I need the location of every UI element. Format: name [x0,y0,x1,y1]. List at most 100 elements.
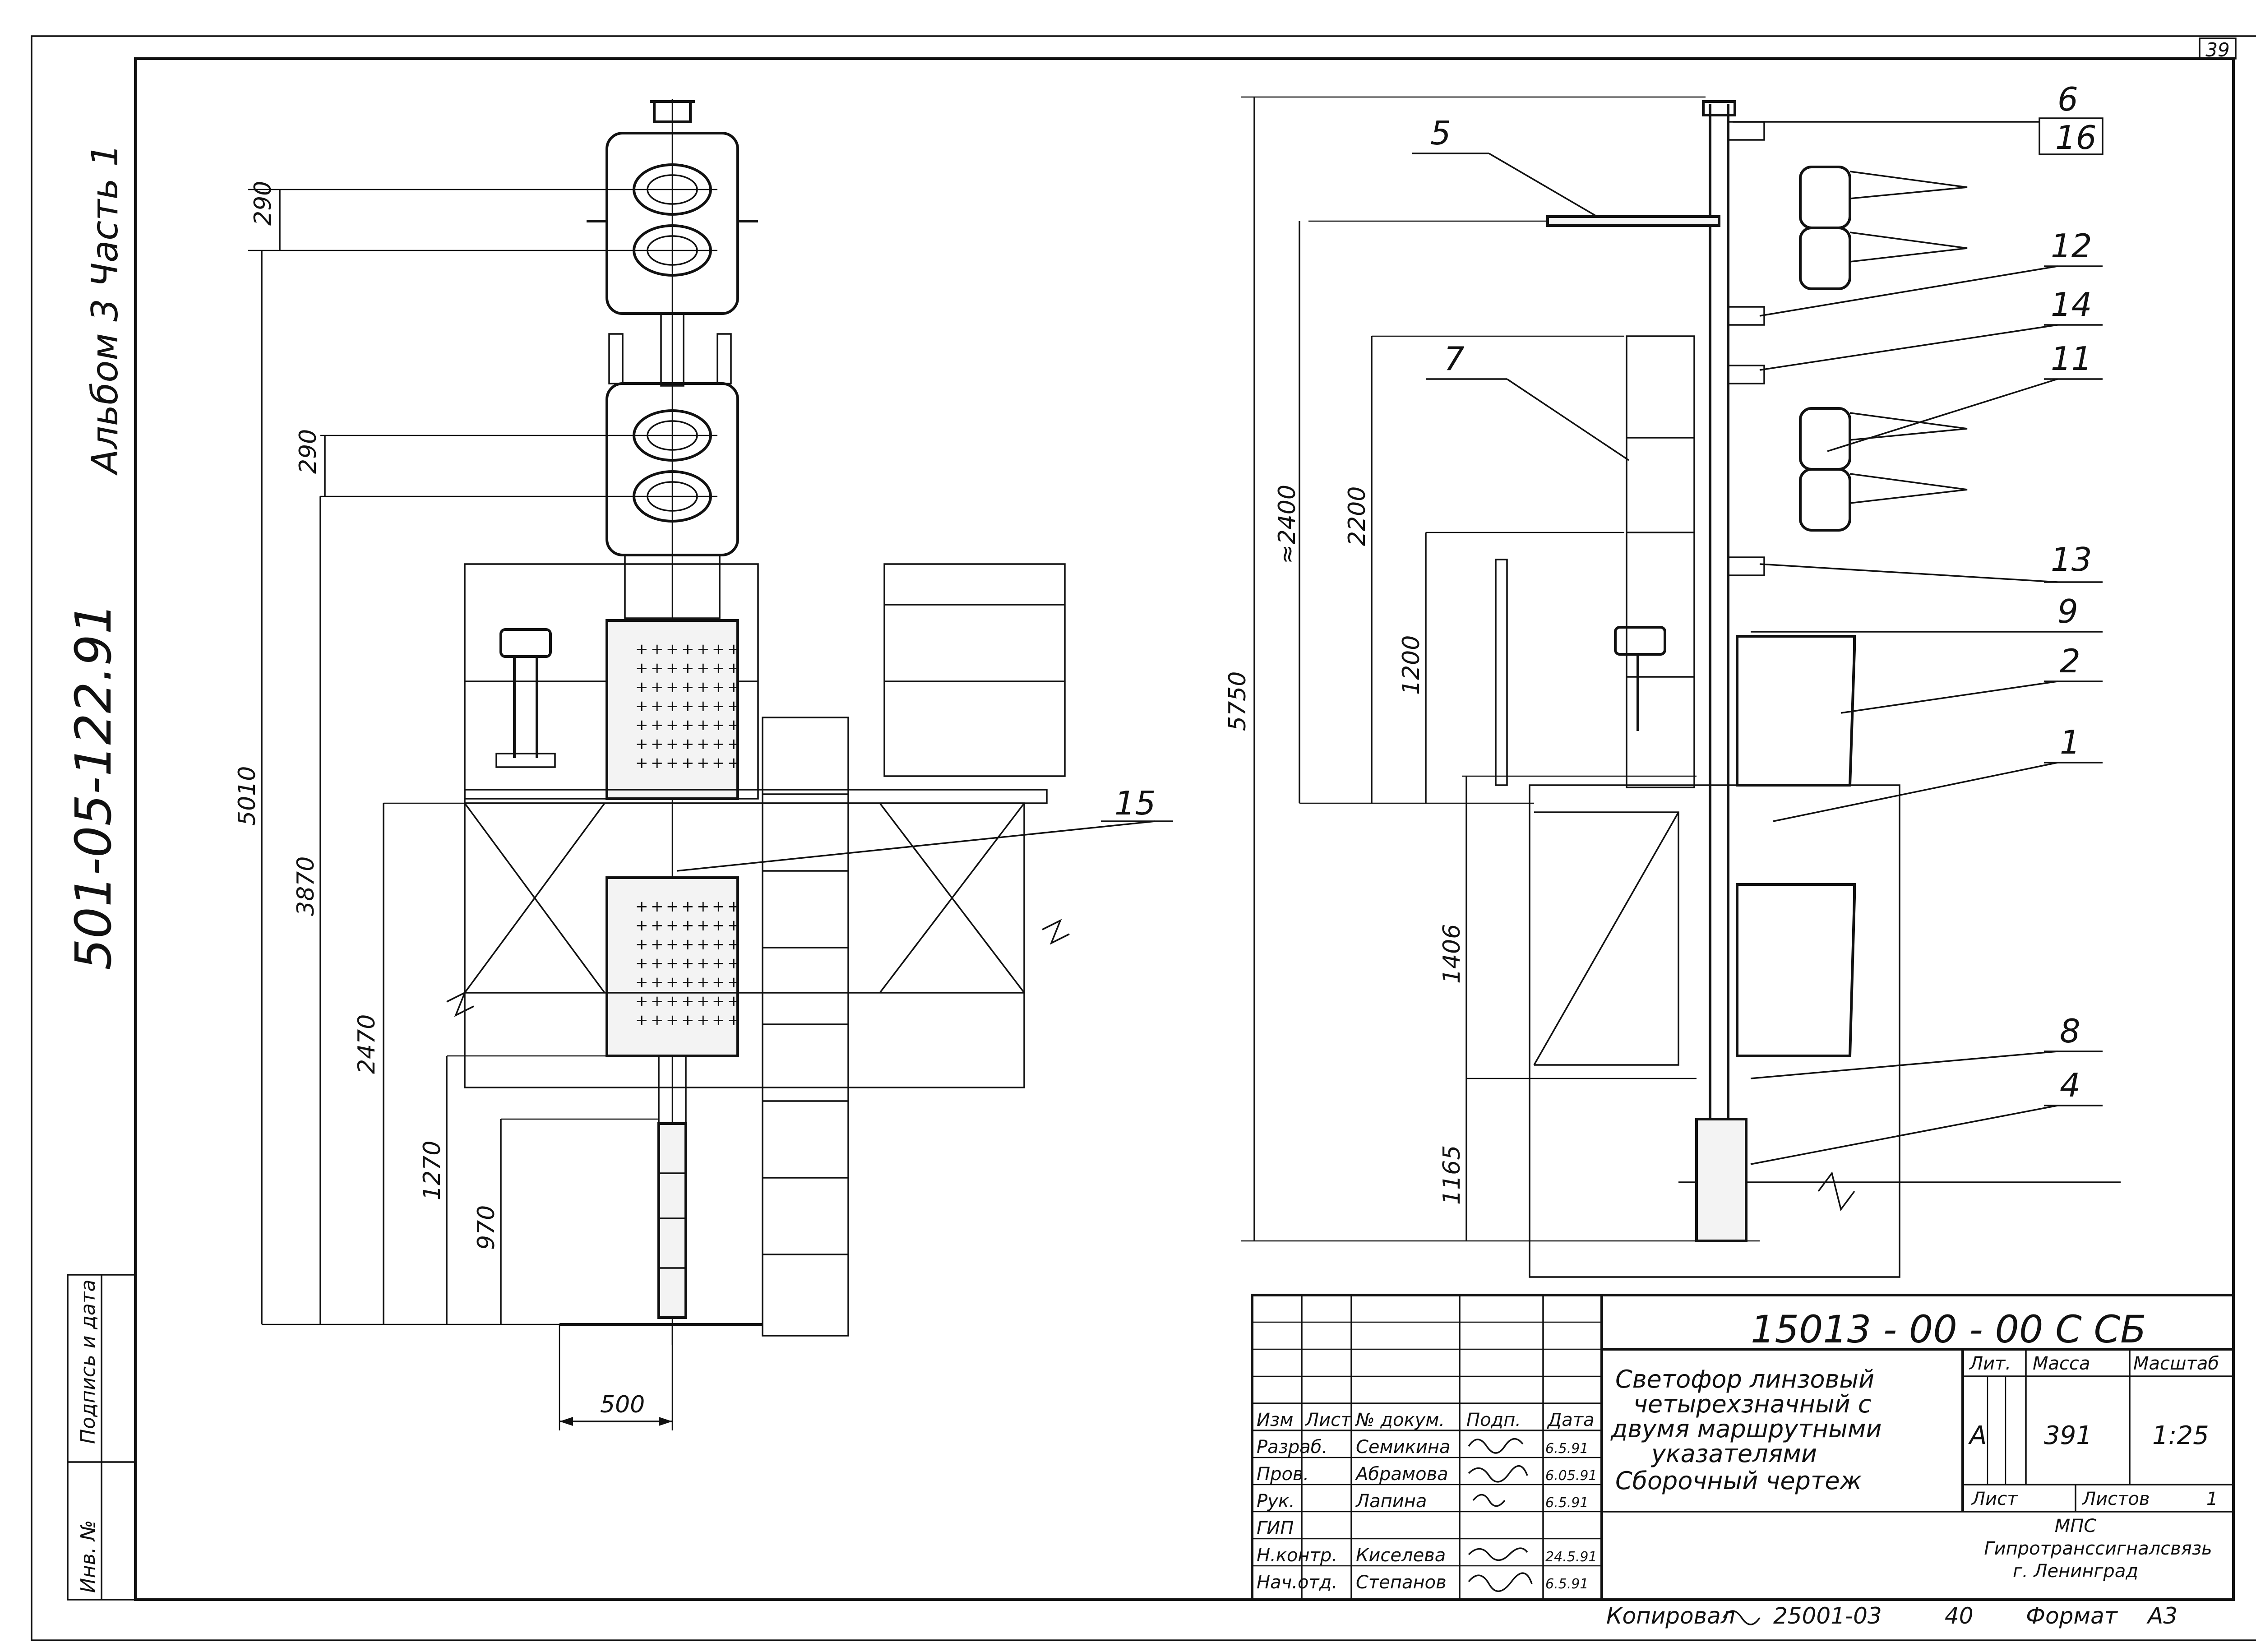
rivet-mark: + [651,1011,664,1029]
lit-value: А [1968,1421,1987,1450]
drawing-code: 15013 - 00 - 00 С СБ [1751,1307,2146,1351]
dim-2400-value: 2400 [1274,485,1301,544]
dim-2400: ≈2400 [1274,485,1301,564]
dim-500: 500 [600,1391,645,1418]
rivet-mark: + [697,916,710,935]
callout-5: 5 [1430,114,1451,152]
rivet-mark: + [666,898,679,916]
rivet-mark: + [681,678,694,696]
signature-label: Подпись и дата [77,1280,100,1444]
rivet-mark: + [697,898,710,916]
rivet-mark: + [635,1011,648,1029]
rivet-mark: + [697,640,710,658]
signature-head [1472,1494,1506,1507]
callout-16: 16 [2055,119,2097,157]
rivet-mark: + [666,716,679,734]
front-view: 290 290 5010 3870 2470 1270 970 500 15 [234,99,1173,1430]
rivet-mark: + [635,735,648,753]
bottom-strip: Копировал 25001-03 40 Формат А3 [1606,1603,2177,1629]
rivet-mark: + [727,973,740,991]
rivet-mark: + [681,973,694,991]
dim-290-lower: 290 [295,429,322,474]
rivet-mark: + [727,935,740,953]
sheets-value: 1 [2206,1489,2218,1509]
copier-signature [1723,1610,1761,1625]
rivet-mark: + [651,898,664,916]
name-developer: Семикина [1356,1437,1451,1458]
rivet-mark: + [697,659,710,677]
rivet-mark: + [681,735,694,753]
rivet-mark: + [681,898,694,916]
rivet-mark: + [651,954,664,972]
document-number: 501-05-122.91 [65,603,122,970]
dim-1270: 1270 [419,1141,446,1200]
left-margin-stamp: Подпись и дата Инв. № [67,1274,136,1601]
rivet-mark: + [712,678,725,696]
rivet-mark: + [727,735,740,753]
name-head: Лапина [1355,1491,1427,1512]
rivet-mark: + [666,935,679,953]
org-line-3: г. Ленинград [2013,1561,2138,1582]
callout-1: 1 [2060,723,2080,761]
rivet-mark: + [681,754,694,772]
scale-value: 1:25 [2152,1421,2209,1450]
callout-7: 7 [1444,340,1465,378]
rivet-mark: + [727,754,740,772]
rivet-mark: + [635,659,648,677]
rivet-mark: + [651,754,664,772]
rivet-mark: + [651,716,664,734]
rivet-mark: + [727,992,740,1010]
date-dept-head: 6.5.91 [1545,1576,1588,1592]
rivet-mark: + [697,954,710,972]
sheets-label: Листов [2081,1489,2150,1509]
rivet-mark: + [712,716,725,734]
rivet-mark: + [681,935,694,953]
rivet-mark: + [681,1011,694,1029]
sheet-number: 39 [2205,39,2229,61]
role-norm-control: Н.контр. [1257,1545,1337,1566]
rivet-mark: + [635,898,648,916]
relay-box-rivets: ++++++++++++++++++++++++++++++++++++++++… [635,640,740,1029]
dim-2400-prefix: ≈ [1274,544,1301,564]
rivet-mark: + [697,992,710,1010]
rivet-mark: + [727,954,740,972]
callout-11: 11 [2051,340,2092,378]
date-norm-control: 24.5.91 [1545,1549,1597,1565]
org-line-2: Гипротранссигналсвязь [1984,1538,2212,1559]
title-line-3: двумя маршрутными [1610,1415,1882,1443]
rivet-mark: + [697,1011,710,1029]
org-line-1: МПС [2055,1516,2097,1536]
name-dept-head: Степанов [1356,1572,1447,1593]
rivet-mark: + [635,697,648,715]
title-block: 15013 - 00 - 00 С СБ Изм Лист № докум. П… [1251,1294,2235,1601]
rivet-mark: + [727,898,740,916]
rivet-mark: + [712,916,725,935]
sheet-frame: 39 [31,35,2256,1641]
rivet-mark: + [712,754,725,772]
rivet-mark: + [651,659,664,677]
dim-2470: 2470 [353,1014,380,1074]
title-line-2: четырехзначный с [1633,1390,1872,1418]
rivet-mark: + [727,659,740,677]
rivet-mark: + [651,640,664,658]
rivet-mark: + [712,697,725,715]
signature-dept-head [1468,1572,1533,1592]
rivet-mark: + [635,916,648,935]
rivet-mark: + [635,678,648,696]
name-norm-control: Киселева [1356,1545,1446,1566]
rivet-mark: + [666,735,679,753]
header-list: Лист [1304,1410,1352,1430]
rivet-mark: + [666,659,679,677]
rivet-mark: + [697,716,710,734]
date-head: 6.5.91 [1545,1495,1588,1511]
side-view: 5750 ≈2400 2200 1200 1406 1165 6 16 5 12… [1224,80,2121,1278]
lit-label: Лит. [1969,1353,2011,1374]
date-developer: 6.5.91 [1545,1441,1588,1457]
rivet-mark: + [651,916,664,935]
sheet-label: Лист [1971,1489,2018,1509]
signature-developer [1468,1438,1524,1454]
callout-8: 8 [2060,1012,2080,1050]
dim-970: 970 [473,1205,500,1250]
rivet-mark: + [681,716,694,734]
